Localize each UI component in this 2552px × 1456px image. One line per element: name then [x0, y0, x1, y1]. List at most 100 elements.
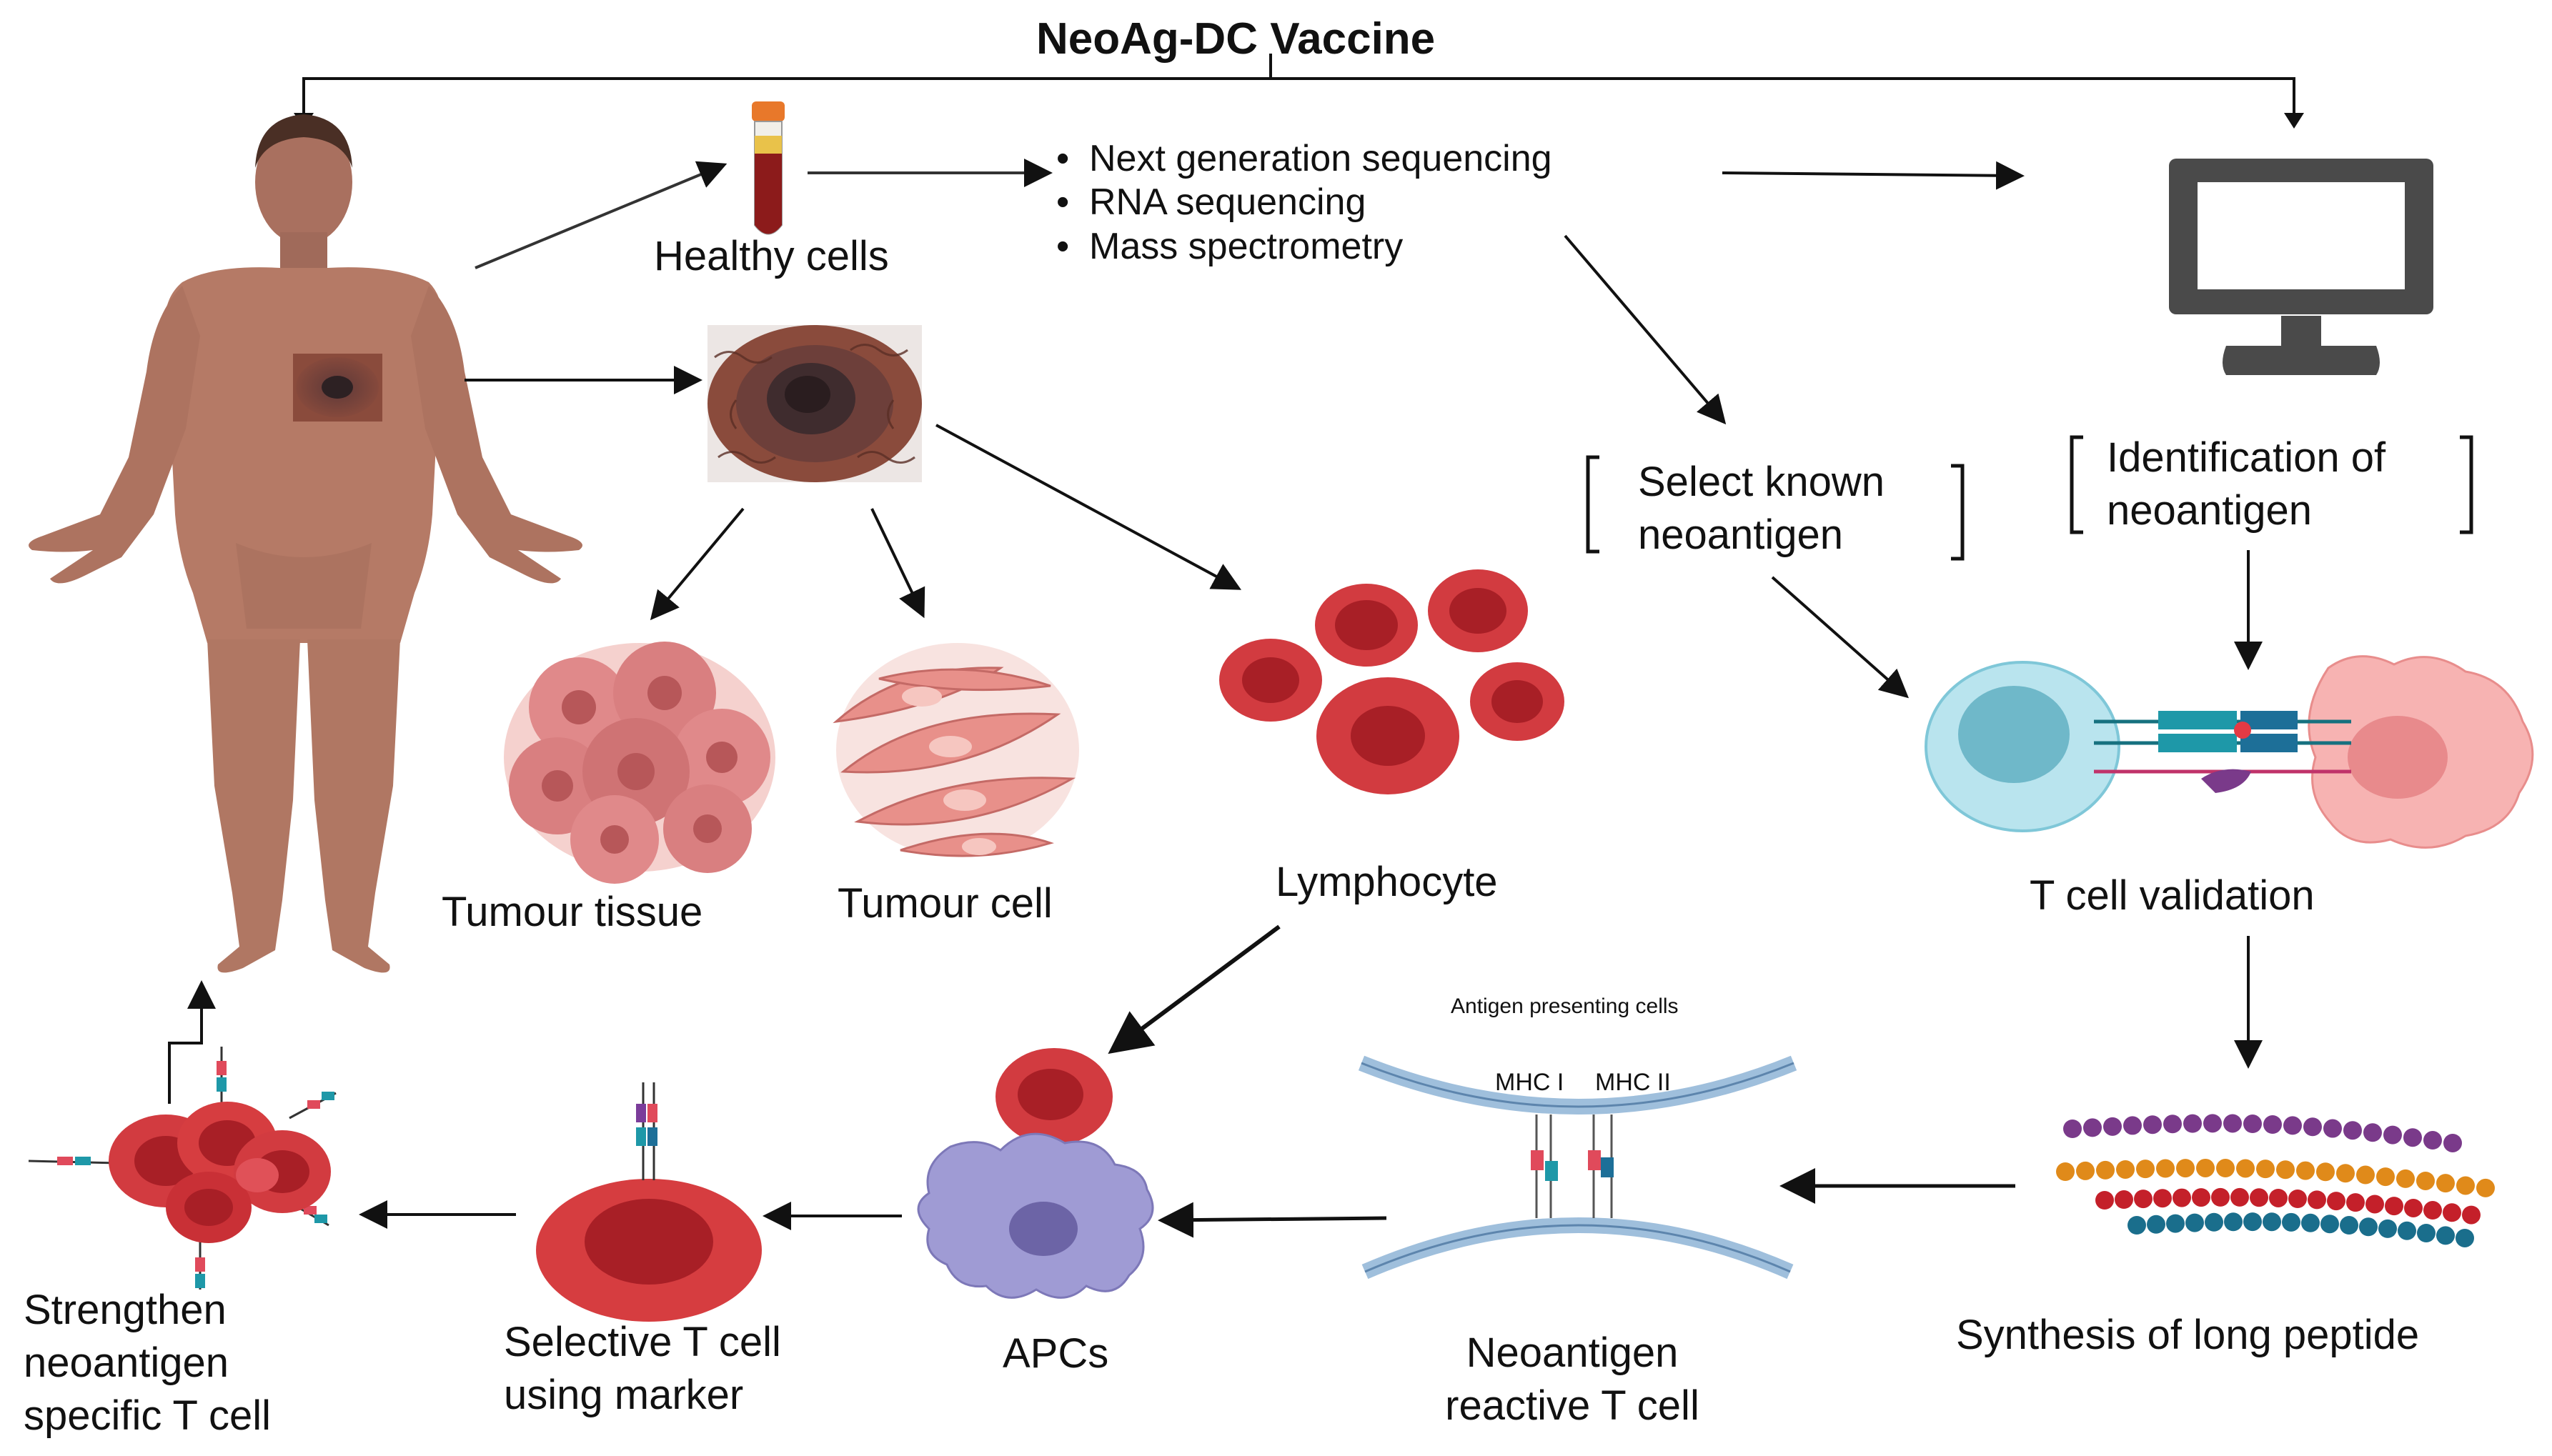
peptide-bead: [2398, 1221, 2416, 1240]
tumour-tissue-image: [707, 325, 922, 482]
peptide-bead: [2156, 1159, 2175, 1178]
label-tumour-cell: Tumour cell: [838, 880, 1053, 927]
arrow-lymphocyte-to-apcs: [1108, 924, 1281, 1054]
arrow-tissue-to-tumour-cell: [870, 508, 925, 619]
lymphocyte-cells-image: [1219, 569, 1564, 794]
label-apcs: APCs: [1003, 1330, 1109, 1377]
peptide-bead: [2376, 1167, 2395, 1187]
peptide-bead: [2443, 1133, 2462, 1152]
label-t-cell-validation: T cell validation: [2030, 872, 2315, 919]
peptide-bead: [2346, 1193, 2365, 1212]
peptide-bead: [2153, 1189, 2172, 1208]
identification-brackets: [2070, 435, 2473, 534]
peptide-bead: [2147, 1215, 2165, 1234]
peptide-bead: [2356, 1165, 2375, 1185]
blood-tube-icon: [752, 101, 785, 235]
peptide-bead: [2403, 1128, 2422, 1147]
label-line: specific T cell: [24, 1392, 271, 1440]
peptide-bead: [2203, 1114, 2222, 1133]
peptide-bead: [2343, 1121, 2362, 1140]
peptide-bead: [2223, 1114, 2242, 1133]
peptide-bead: [2423, 1131, 2442, 1150]
peptide-bead: [2103, 1117, 2122, 1136]
peptide-bead: [2076, 1161, 2095, 1180]
label-line: Neoantigen: [1466, 1330, 1679, 1376]
peptide-bead: [2236, 1159, 2255, 1178]
peptide-bead: [2436, 1174, 2455, 1193]
peptide-bead: [2423, 1201, 2442, 1220]
arrow-tissue-to-tumour-tissue: [650, 507, 745, 621]
peptide-bead: [2243, 1115, 2262, 1134]
peptide-bead: [2083, 1118, 2102, 1137]
computer-monitor-icon: [2169, 159, 2433, 375]
label-lymphocyte: Lymphocyte: [1276, 859, 1498, 905]
label-select-known-neoantigen: Select known neoantigen: [1638, 456, 1885, 562]
peptide-bead: [2476, 1178, 2495, 1197]
peptide-bead: [2404, 1198, 2423, 1217]
peptide-bead: [2205, 1212, 2223, 1232]
peptide-bead: [2436, 1226, 2455, 1245]
peptide-bead: [2173, 1188, 2191, 1207]
peptide-bead: [2462, 1205, 2481, 1225]
peptide-bead: [2269, 1188, 2288, 1207]
peptide-bead: [2340, 1216, 2358, 1235]
tumour-cell-image: [833, 643, 1079, 857]
peptide-bead: [2196, 1158, 2215, 1177]
diagram-title: NeoAg-DC Vaccine: [1036, 14, 1436, 64]
peptide-bead: [2128, 1216, 2146, 1235]
sequencing-method-item: Next generation sequencing: [1056, 137, 1552, 181]
arrow-reactive-to-apcs: [1158, 1202, 1387, 1238]
peptide-bead: [2230, 1187, 2249, 1207]
peptide-bead: [2256, 1160, 2275, 1179]
select-known-brackets: [1586, 455, 1965, 561]
sequencing-method-item: RNA sequencing: [1056, 181, 1552, 224]
peptide-bead: [2056, 1162, 2075, 1181]
peptide-bead: [2363, 1123, 2382, 1142]
peptide-bead: [2276, 1160, 2295, 1180]
peptide-bead: [2176, 1159, 2195, 1178]
peptide-bead: [2224, 1212, 2243, 1232]
peptide-bead: [2143, 1115, 2162, 1135]
label-line: Select known: [1638, 459, 1885, 505]
arrow-sequencing-to-computer: [1722, 161, 2025, 190]
peptide-bead: [2385, 1197, 2403, 1216]
label-line: Selective T cell: [504, 1319, 781, 1365]
label-mhc-ii: MHC II: [1595, 1069, 1671, 1096]
label-line: neoantigen: [2107, 487, 2313, 534]
peptide-bead: [2323, 1119, 2342, 1138]
apc-dendritic-cell-image: [917, 1048, 1154, 1299]
peptide-bead: [2096, 1160, 2115, 1180]
label-line: reactive T cell: [1445, 1382, 1699, 1430]
peptide-bead: [2123, 1116, 2142, 1135]
peptide-bead: [2163, 1115, 2182, 1134]
peptide-bead: [2185, 1213, 2204, 1232]
selective-t-cell-image: [536, 1082, 762, 1322]
label-line: Strengthen: [24, 1287, 227, 1333]
label-line: Identification of: [2107, 434, 2386, 481]
label-line: neoantigen: [24, 1340, 229, 1387]
arrow-tissue-to-lymphocyte: [935, 424, 1242, 590]
sequencing-methods-list: Next generation sequencing RNA sequencin…: [1056, 137, 1552, 269]
arrow-human-to-healthy-cells: [475, 161, 728, 269]
peptide-bead: [2320, 1215, 2339, 1234]
peptide-bead: [2396, 1169, 2415, 1188]
peptide-bead: [2282, 1212, 2300, 1232]
peptide-bead: [2308, 1190, 2326, 1210]
sequencing-method-item: Mass spectrometry: [1056, 225, 1552, 269]
antigen-presenting-synapse-image: [1358, 1055, 1797, 1280]
label-mhc-i: MHC I: [1495, 1069, 1564, 1096]
label-identification-of-neoantigen: Identification of neoantigen: [2107, 432, 2385, 537]
peptide-bead: [2216, 1159, 2235, 1178]
peptide-bead: [2192, 1188, 2210, 1207]
peptide-bead: [2296, 1161, 2315, 1180]
label-selective-t-cell: Selective T cell using marker: [504, 1316, 781, 1422]
peptide-bead: [2243, 1212, 2262, 1232]
peptide-bead: [2263, 1115, 2282, 1134]
peptide-bead: [2327, 1192, 2345, 1211]
tumour-tissue-cluster-image: [504, 642, 775, 884]
peptide-bead: [2095, 1191, 2114, 1210]
label-tumour-tissue: Tumour tissue: [442, 889, 703, 935]
arrow-select-to-validation: [1771, 576, 1909, 699]
peptide-bead: [2301, 1213, 2320, 1232]
